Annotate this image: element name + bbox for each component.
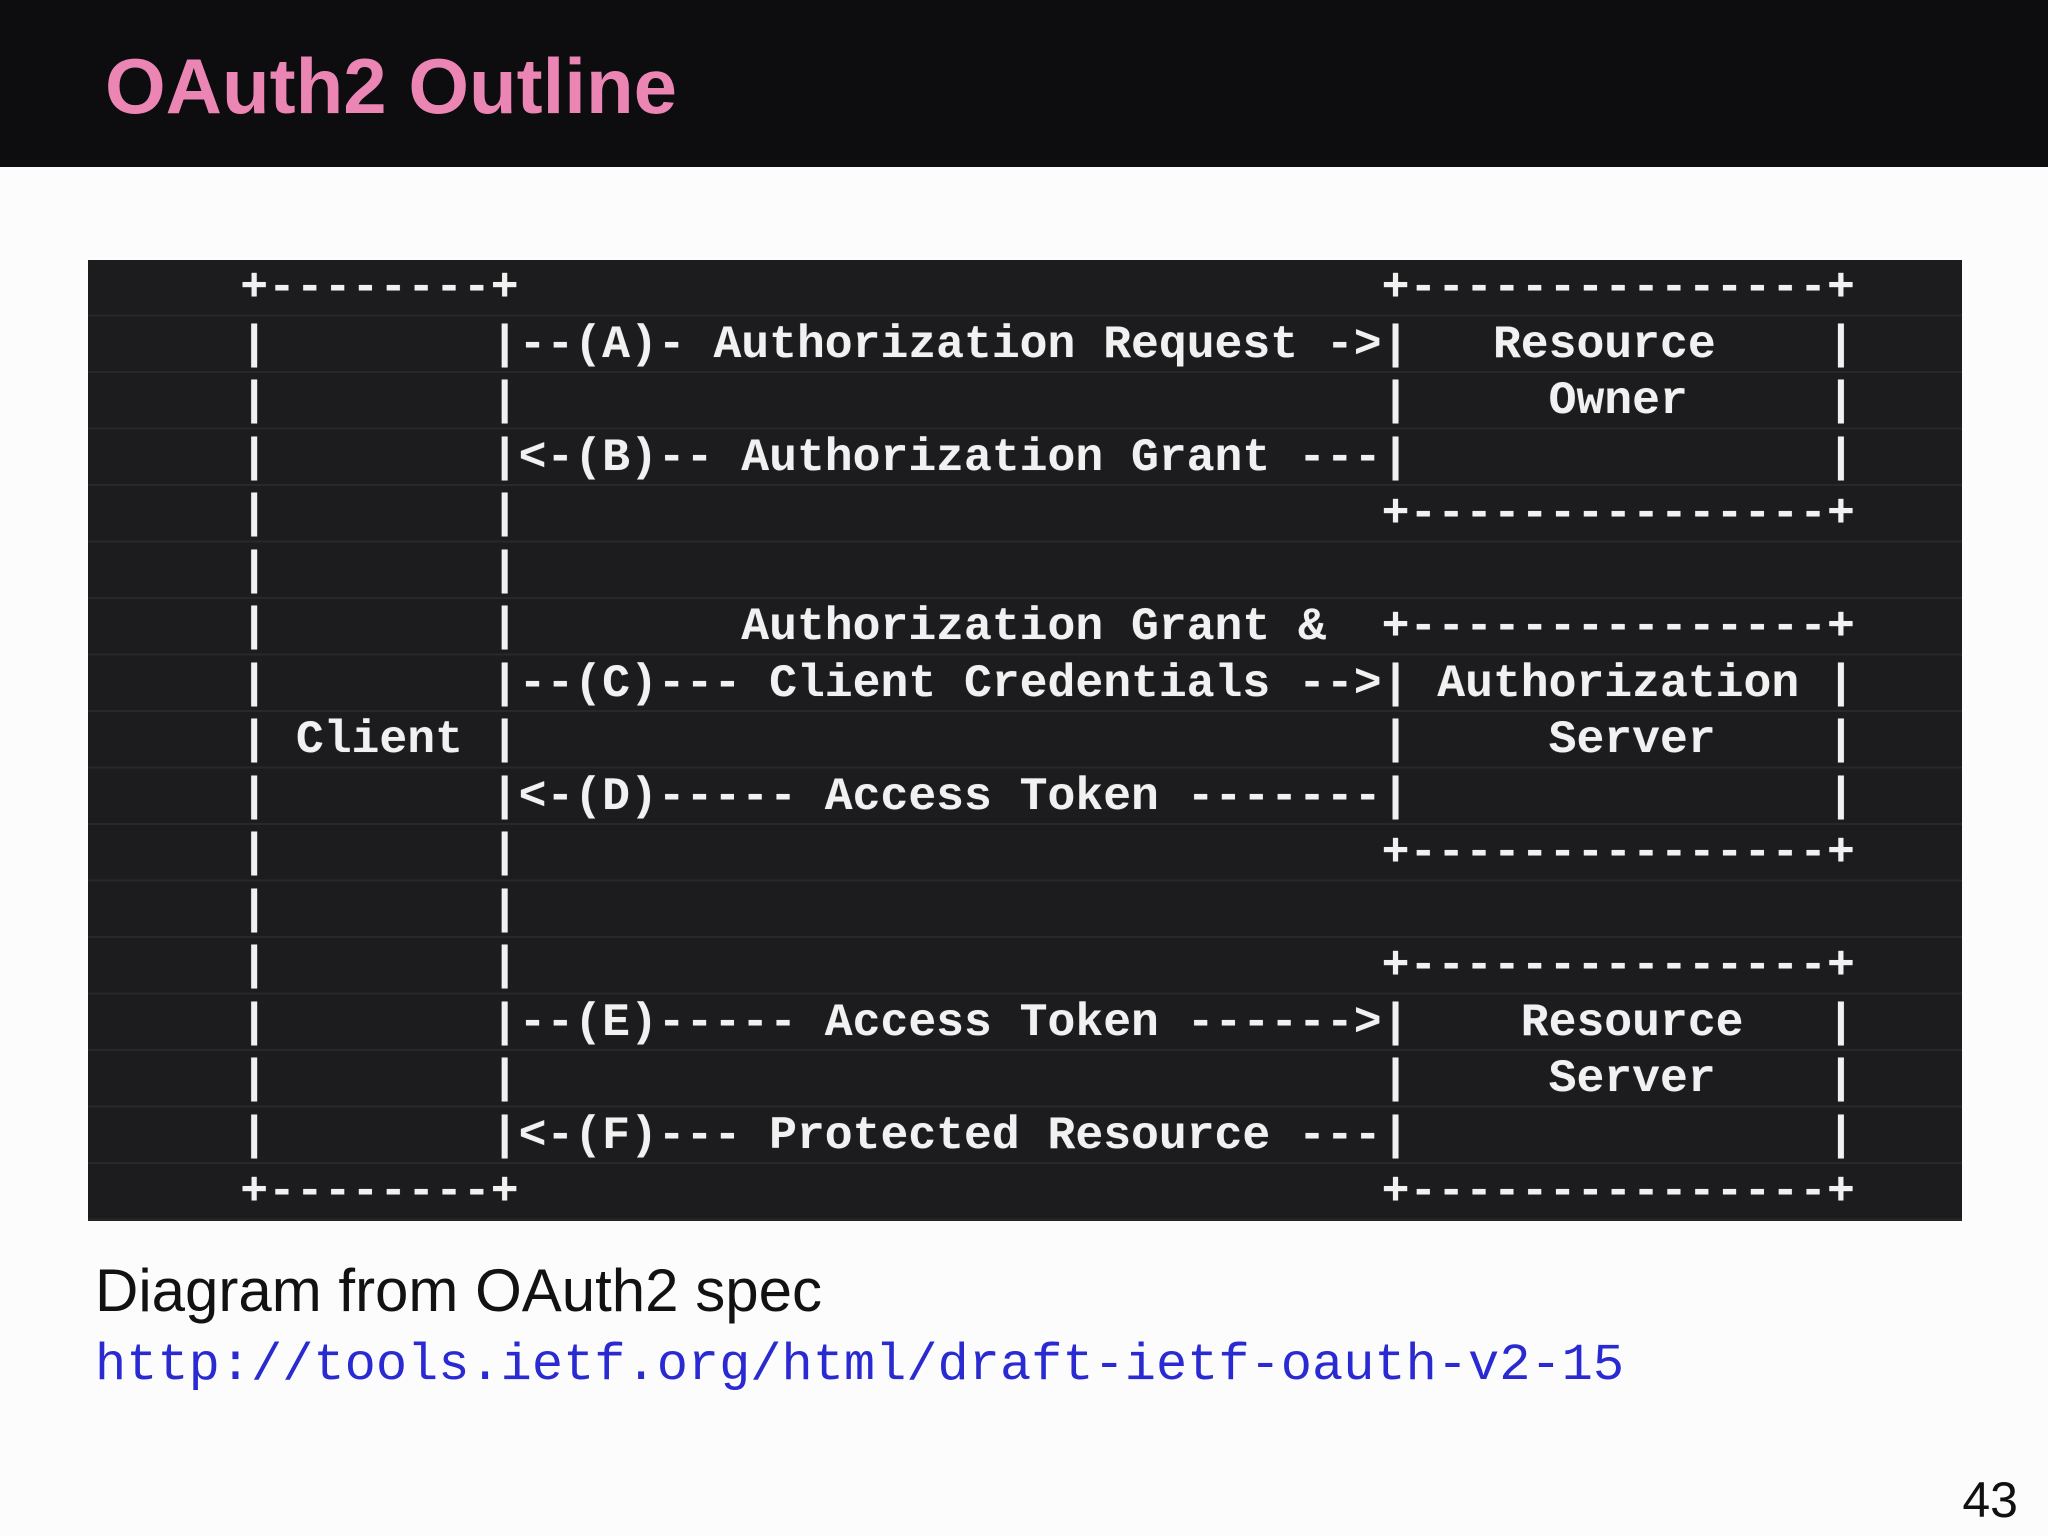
- spec-url-link[interactable]: http://tools.ietf.org/html/draft-ietf-oa…: [95, 1336, 1625, 1395]
- oauth2-flow-diagram-panel: +--------+ +---------------+ | |--(A)- A…: [88, 260, 1962, 1221]
- diagram-caption: Diagram from OAuth2 spec: [95, 1257, 822, 1324]
- page-number: 43: [1962, 1472, 2018, 1528]
- slide-title: OAuth2 Outline: [105, 42, 677, 130]
- oauth2-ascii-diagram: +--------+ +---------------+ | |--(A)- A…: [240, 261, 1855, 1218]
- slide-header: OAuth2 Outline: [0, 0, 2048, 167]
